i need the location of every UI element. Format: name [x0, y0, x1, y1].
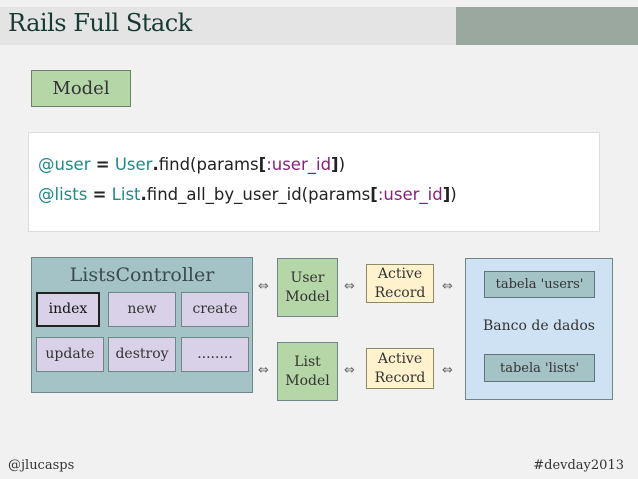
- action-index: index: [36, 292, 100, 327]
- table-lists: tabela 'lists': [484, 354, 595, 382]
- section-label: Model: [31, 70, 131, 107]
- code-line-2: @lists = List.find_all_by_user_id(params…: [38, 185, 457, 204]
- arrow-icon: ⇔: [258, 363, 269, 378]
- header-accent: [456, 7, 638, 45]
- header-band: [0, 7, 456, 45]
- arrow-icon: ⇔: [344, 363, 355, 378]
- arrow-icon: ⇔: [258, 279, 269, 294]
- code-line-1: @user = User.find(params[:user_id]): [38, 155, 346, 174]
- footer-author: @jlucasps: [8, 458, 75, 473]
- table-users: tabela 'users': [484, 271, 595, 298]
- arrow-icon: ⇔: [442, 363, 453, 378]
- footer-hashtag: #devday2013: [533, 458, 624, 473]
- arrow-icon: ⇔: [344, 279, 355, 294]
- action-destroy: destroy: [108, 337, 176, 372]
- controller-title: ListsController: [69, 264, 215, 286]
- database-label: Banco de dados: [483, 317, 595, 334]
- arrow-icon: ⇔: [442, 279, 453, 294]
- action-new: new: [108, 292, 176, 327]
- code-block: @user = User.find(params[:user_id]) @lis…: [28, 132, 600, 232]
- slide-title: Rails Full Stack: [8, 9, 192, 37]
- action-more: ........: [181, 337, 249, 372]
- action-update: update: [36, 337, 104, 372]
- action-create: create: [181, 292, 249, 327]
